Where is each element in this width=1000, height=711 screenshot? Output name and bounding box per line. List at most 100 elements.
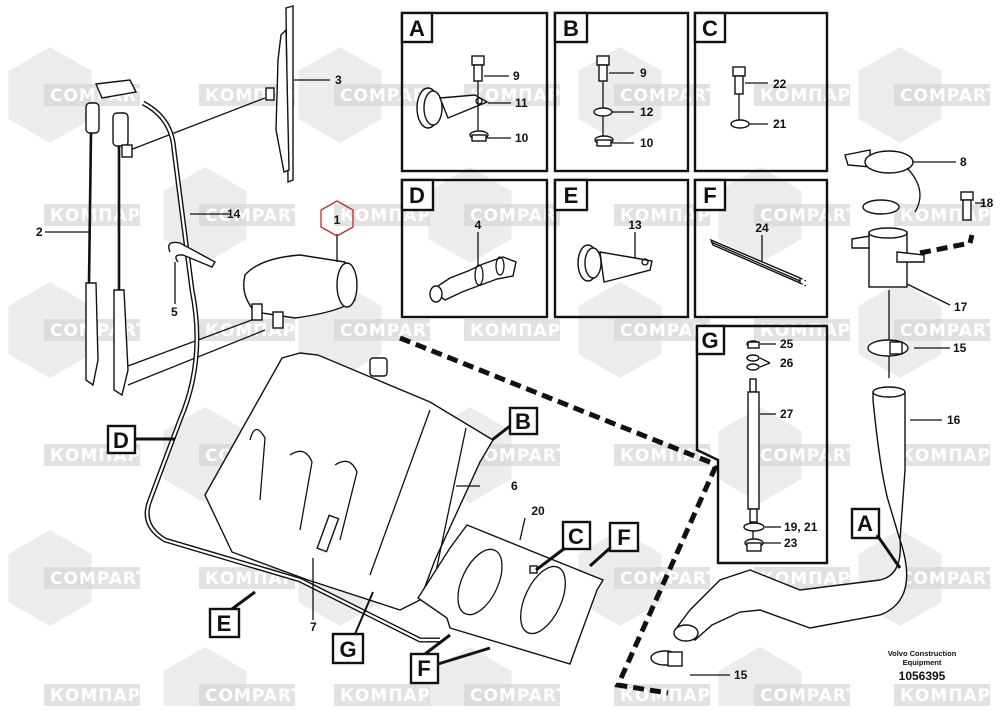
detail-panel-a: A 9 11 10: [400, 11, 549, 173]
part-number: 12: [640, 105, 654, 119]
watermark-text: COMPART: [760, 206, 859, 226]
reference-label-f: F: [409, 633, 491, 685]
reference-label-c: C: [535, 520, 592, 572]
filler-cap: 8: [844, 149, 967, 215]
part-number: 11: [515, 96, 528, 110]
part-number: 22: [773, 77, 787, 91]
watermark-text: COMPART: [50, 321, 149, 341]
watermark-layer: COMPART КОМПАРТ COMPART КОМПАРТ COMPART КОМПА…: [8, 47, 1000, 711]
watermark-band: [464, 684, 560, 706]
watermark-text: КОМПАРТ: [900, 206, 1000, 226]
watermark-band: [614, 84, 710, 106]
panel-letter: A: [409, 16, 425, 41]
boundary-dash: [399, 335, 718, 696]
watermark-band: [464, 319, 560, 341]
detail-panel-e: E 13: [553, 178, 690, 319]
watermark-band: [614, 204, 710, 226]
callout-number: 6: [511, 479, 518, 493]
washer-icon: [746, 354, 760, 362]
part-number: 27: [780, 407, 794, 421]
bolt: 18: [960, 191, 994, 221]
svg-text:D: D: [113, 428, 129, 453]
reference-label-e: E: [208, 590, 256, 639]
part-number: 26: [780, 356, 794, 370]
washer-hose: 14: [141, 100, 440, 643]
callout-number: 7: [310, 620, 317, 634]
watermark-text: COMPART: [900, 86, 999, 106]
watermark-band: [614, 444, 710, 466]
svg-text:B: B: [515, 409, 531, 434]
detail-panel-b: B 9 12 10: [553, 11, 690, 173]
watermark-text: COMPART: [620, 569, 719, 589]
bolt-icon: [732, 66, 746, 120]
panel-letter: F: [703, 183, 716, 208]
panel-letter: D: [409, 183, 425, 208]
watermark-text: COMPART: [205, 686, 304, 706]
watermark-band: [894, 84, 990, 106]
part-number: 13: [628, 218, 642, 232]
svg-text:F: F: [617, 525, 630, 550]
clamp-icon: [577, 244, 653, 283]
watermark-text: КОМПАРТ: [900, 686, 1000, 706]
callout-number: 17: [954, 300, 968, 314]
washer-icon: [746, 363, 760, 371]
callout-number: 16: [947, 413, 961, 427]
watermark-band: [44, 204, 140, 226]
callout-number: 14: [227, 207, 241, 221]
callout-number: 18: [980, 196, 994, 210]
watermark-text: COMPART: [620, 86, 719, 106]
sealing-strip-icon: [709, 238, 807, 287]
clamp-icon: [416, 87, 489, 129]
stud-icon: [747, 378, 760, 545]
nut-icon: [746, 340, 760, 349]
watermark-text: COMPART: [900, 321, 999, 341]
hose-clamp: 15: [650, 650, 748, 682]
watermark-band: [334, 319, 430, 341]
watermark-band: [199, 319, 295, 341]
part-number: 25: [780, 337, 794, 351]
reference-label-b: B: [491, 406, 539, 442]
watermark-text: КОМПАРТ: [470, 321, 574, 341]
reference-label-d: D: [106, 424, 175, 455]
part-number: 9: [513, 69, 520, 83]
drawing-number: 1056395: [899, 669, 946, 683]
part-number: 21: [773, 117, 787, 131]
watermark-band: [464, 204, 560, 226]
watermark-band: [614, 319, 710, 341]
callout-number: 3: [335, 73, 342, 87]
callout-number: 8: [960, 155, 967, 169]
svg-text:E: E: [217, 611, 232, 636]
watermark-band: [894, 684, 990, 706]
publisher-line-2: Equipment: [903, 658, 942, 667]
watermark-text: COMPART: [470, 686, 569, 706]
watermark-text: COMPART: [205, 206, 304, 226]
reference-label-f: F: [588, 521, 640, 568]
watermark-band: [754, 684, 850, 706]
part-number: 19, 21: [784, 520, 818, 534]
watermark-text: КОМПАРТ: [900, 446, 1000, 466]
watermark-text: КОМПАРТ: [50, 446, 154, 466]
watermark-band: [334, 684, 430, 706]
detail-panel-d: D 4: [400, 178, 549, 319]
watermark-band: [894, 444, 990, 466]
callout-number: 15: [953, 341, 967, 355]
watermark-text: COMPART: [470, 446, 569, 466]
detail-panel-f: F 24: [693, 178, 829, 319]
watermark-band: [894, 319, 990, 341]
nut-icon: [744, 538, 764, 552]
watermark-text: КОМПАРТ: [760, 86, 864, 106]
bolt-icon: [471, 55, 485, 130]
svg-text:C: C: [568, 524, 584, 549]
wiper-blade: 3: [129, 5, 342, 184]
watermark-band: [199, 204, 295, 226]
panel-letter: G: [701, 328, 718, 353]
washer-pump: 1: [243, 200, 358, 329]
mounting-bracket: 20: [417, 504, 605, 665]
publisher-line-1: Volvo Construction: [888, 649, 957, 658]
part-number: 10: [640, 136, 654, 150]
part-number: 4: [475, 218, 482, 232]
boundary-dash: [919, 234, 975, 256]
watermark-band: [614, 567, 710, 589]
callout-number: 5: [171, 305, 178, 319]
